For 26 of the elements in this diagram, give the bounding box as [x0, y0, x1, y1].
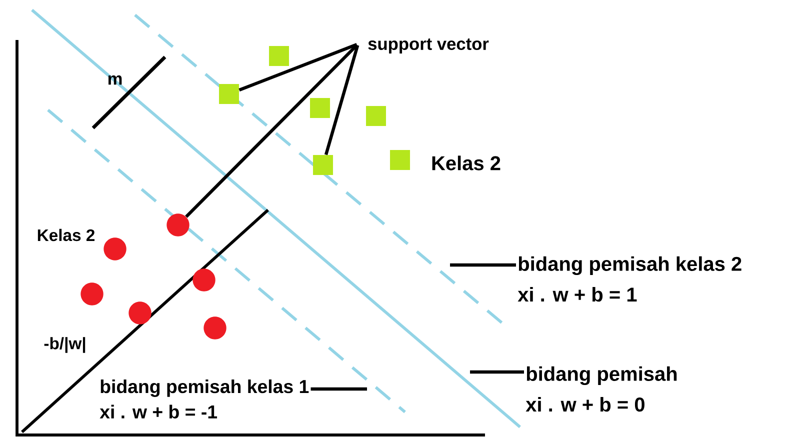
data-point: [80, 282, 104, 306]
data-point: [204, 316, 226, 340]
data-point: [269, 46, 289, 66]
data-point: [104, 238, 126, 260]
support-line: [238, 42, 358, 92]
text-label: -b/|w|: [44, 337, 86, 353]
annotation-label: bidang pemisah kelas 1 xi . w + b = -1: [100, 379, 309, 419]
data-point: [219, 84, 239, 104]
callout-label: support vector: [368, 38, 489, 54]
data-point: [128, 302, 152, 324]
support-line: [185, 44, 358, 218]
leader-line: [310, 387, 367, 391]
data-point: [366, 106, 386, 126]
leader-line: [470, 370, 524, 374]
text-label: Kelas 2: [38, 228, 94, 242]
text-label: Kelas 2: [432, 156, 500, 170]
leader-line: [450, 263, 516, 267]
data-point: [390, 150, 410, 170]
data-point: [310, 98, 330, 118]
annotation-label: bidang pemisah xi . w + b = 0: [526, 366, 677, 412]
text-label: m: [108, 75, 122, 85]
data-point: [192, 268, 216, 292]
data-point: [313, 155, 333, 175]
annotation-label: bidang pemisah kelas 2 xi . w + b = 1: [518, 256, 742, 302]
data-point: [166, 214, 190, 236]
support-line: [324, 44, 360, 156]
